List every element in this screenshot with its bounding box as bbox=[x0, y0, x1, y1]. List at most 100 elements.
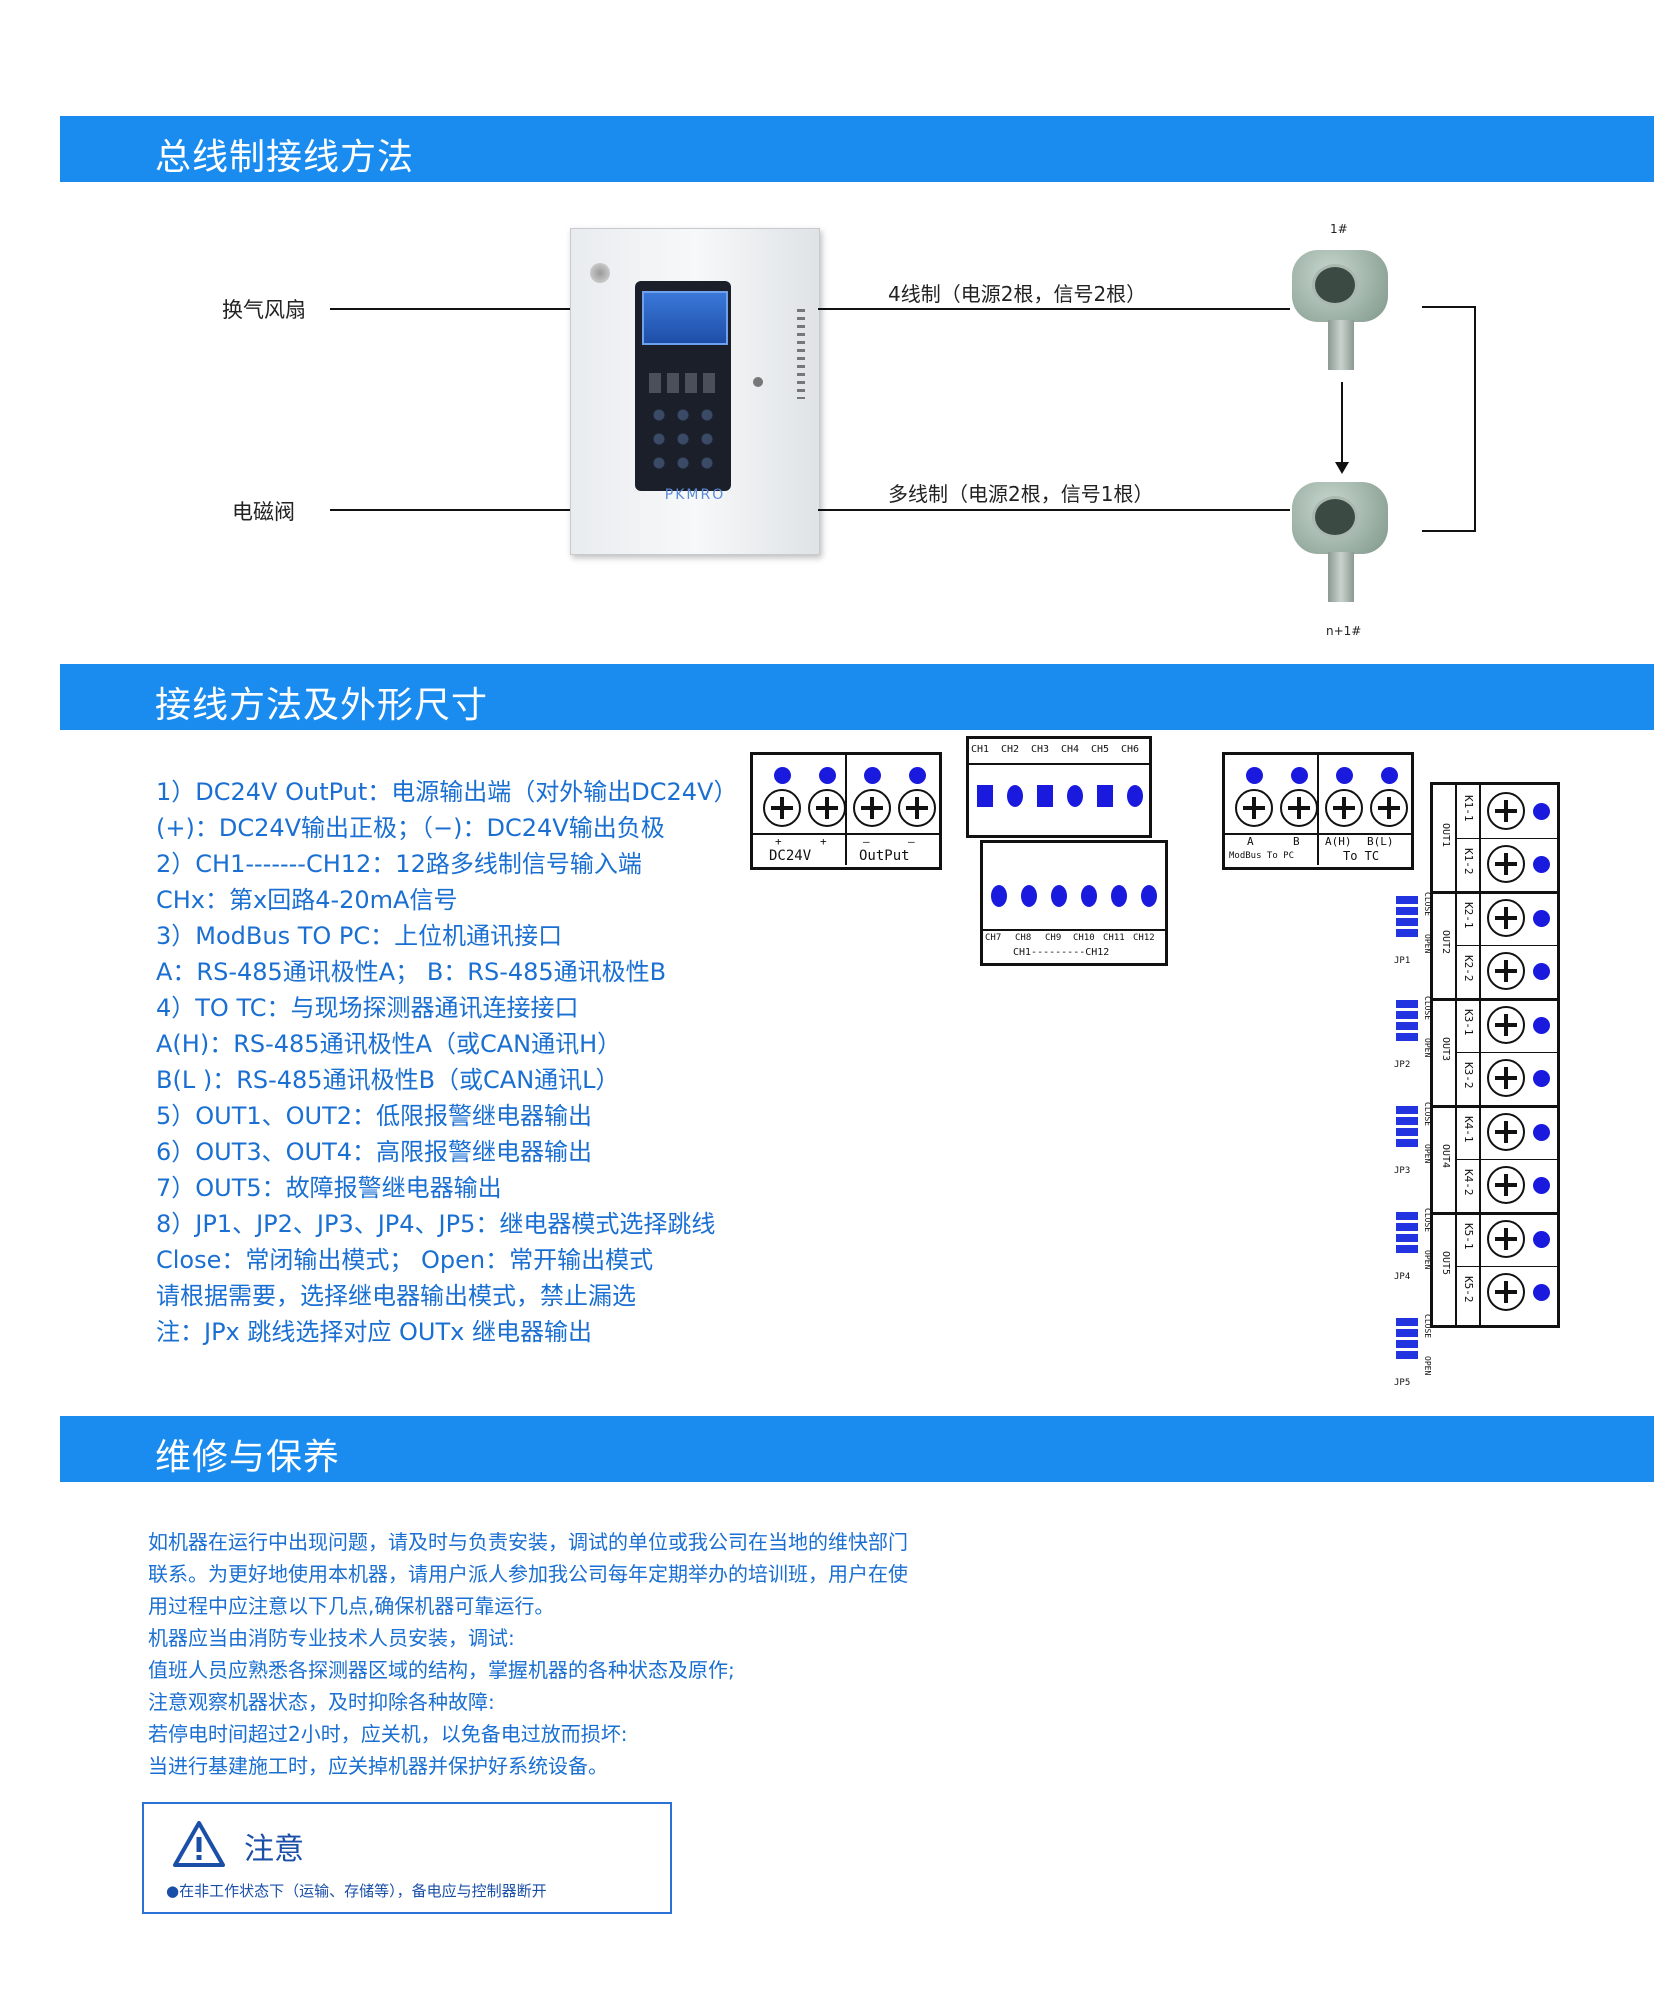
keypad-row bbox=[649, 373, 717, 393]
bus-wire bbox=[1474, 306, 1476, 532]
vent-grille bbox=[797, 309, 805, 399]
section-header-bus: 总线制接线方法 bbox=[60, 116, 1654, 182]
ch-label: CH4 bbox=[1061, 744, 1080, 755]
notice-box: 注意 ●在非工作状态下（运输、存储等），备电应与控制器断开 bbox=[142, 1802, 672, 1914]
maintenance-line: 机器应当由消防专业技术人员安装，调试: bbox=[148, 1626, 515, 1650]
ch-label: CH10 bbox=[1073, 933, 1095, 943]
ch-label: CH2 bbox=[1001, 744, 1020, 755]
comm-label: A bbox=[1247, 835, 1254, 848]
terminal-dot bbox=[909, 767, 926, 784]
screw-terminal-icon bbox=[763, 789, 801, 827]
comm-label: B bbox=[1293, 835, 1300, 848]
jumper-icon bbox=[1396, 1212, 1418, 1270]
polarity-plus: + bbox=[775, 835, 782, 848]
control-panel bbox=[635, 281, 731, 491]
output-label: OutPut bbox=[859, 848, 910, 864]
terminal-dot bbox=[1533, 1231, 1550, 1248]
brand-logo: PKMRO bbox=[664, 487, 726, 503]
terminal-dot bbox=[819, 767, 836, 784]
spec-line: 请根据需要，选择继电器输出模式，禁止漏选 bbox=[156, 1282, 636, 1310]
section-title: 总线制接线方法 bbox=[155, 137, 415, 178]
terminal-dot bbox=[1533, 1017, 1550, 1034]
relay-out-label: OUT1 bbox=[1440, 823, 1451, 848]
relay-k-label: K5-1 bbox=[1462, 1223, 1475, 1250]
terminal-dot bbox=[1533, 963, 1550, 980]
ch-label: CH3 bbox=[1031, 744, 1050, 755]
relay-terminal-block: K1-1 K1-2 K2-1 K2-2 K3-1 K3-2 K4-1 K4-2 … bbox=[1430, 782, 1560, 1328]
jumper-icon bbox=[1396, 1106, 1418, 1164]
section-title: 维修与保养 bbox=[155, 1437, 341, 1478]
warning-icon bbox=[173, 1821, 225, 1867]
spec-line: A：RS-485通讯极性A； B：RS-485通讯极性B bbox=[156, 958, 667, 986]
spec-line: 1）DC24V OutPut：电源输出端（对外输出DC24V） bbox=[156, 778, 738, 806]
ch-label: CH6 bbox=[1121, 744, 1140, 755]
terminal-block-ch1-6: CH1 CH2 CH3 CH4 CH5 CH6 bbox=[966, 736, 1152, 838]
jp-label: JP5 bbox=[1394, 1378, 1411, 1388]
maintenance-line: 如机器在运行中出现问题，请及时与负责安装，调试的单位或我公司在当地的维快部门 bbox=[148, 1530, 908, 1554]
polarity-minus: — bbox=[908, 835, 915, 848]
screw-terminal-icon bbox=[1487, 845, 1525, 883]
jp-open-label: OPEN bbox=[1423, 1144, 1432, 1164]
terminal-dot bbox=[1533, 1284, 1550, 1301]
terminal-dot bbox=[1533, 803, 1550, 820]
relay-k-label: K1-1 bbox=[1462, 795, 1475, 822]
relay-k-label: K1-2 bbox=[1462, 848, 1475, 875]
terminal-dot bbox=[1381, 767, 1398, 784]
notice-title: 注意 bbox=[244, 1832, 304, 1867]
jp-label: JP2 bbox=[1394, 1060, 1411, 1070]
arrow-down-icon bbox=[1335, 462, 1349, 474]
label-valve: 电磁阀 bbox=[232, 500, 295, 524]
jp-open-label: OPEN bbox=[1423, 1250, 1432, 1270]
notice-text: ●在非工作状态下（运输、存储等），备电应与控制器断开 bbox=[166, 1882, 547, 1900]
relay-k-label: K5-2 bbox=[1462, 1276, 1475, 1303]
wire bbox=[330, 308, 570, 310]
lcd-screen bbox=[642, 291, 728, 345]
jumper-icon bbox=[1396, 1000, 1418, 1058]
speaker-icon bbox=[590, 263, 610, 283]
terminal-block-ch7-12: CH7 CH8 CH9 CH10 CH11 CH12 CH1---------C… bbox=[980, 840, 1168, 966]
terminal-block-dc24v: + + — — DC24V OutPut bbox=[750, 752, 942, 870]
terminal-dot bbox=[774, 767, 791, 784]
maintenance-line: 若停电时间超过2小时，应关机，以免备电过放而损坏: bbox=[148, 1722, 628, 1746]
maintenance-line: 值班人员应熟悉各探测器区域的结构，掌握机器的各种状态及原作; bbox=[148, 1658, 735, 1682]
bus-wire bbox=[1422, 306, 1476, 308]
jp-close-label: CLOSE bbox=[1423, 1208, 1432, 1233]
spec-line: 8）JP1、JP2、JP3、JP4、JP5：继电器模式选择跳线 bbox=[156, 1210, 716, 1238]
screw-terminal-icon bbox=[898, 789, 936, 827]
relay-k-label: K4-2 bbox=[1462, 1169, 1475, 1196]
relay-k-label: K4-1 bbox=[1462, 1116, 1475, 1143]
spec-line: B(L )：RS-485通讯极性B（或CAN通讯L） bbox=[156, 1066, 620, 1094]
ch-label: CH8 bbox=[1015, 933, 1032, 943]
maintenance-line: 用过程中应注意以下几点,确保机器可靠运行。 bbox=[148, 1594, 555, 1618]
jp-open-label: OPEN bbox=[1423, 934, 1432, 954]
screw-terminal-icon bbox=[808, 789, 846, 827]
jp-open-label: OPEN bbox=[1423, 1356, 1432, 1376]
spec-line: 4）TO TC：与现场探测器通讯连接接口 bbox=[156, 994, 579, 1022]
screw-terminal-icon bbox=[853, 789, 891, 827]
screw-terminal-icon bbox=[1325, 789, 1363, 827]
spec-line: 7）OUT5：故障报警继电器输出 bbox=[156, 1174, 502, 1202]
relay-k-label: K3-2 bbox=[1462, 1062, 1475, 1089]
ch-label: CH11 bbox=[1103, 933, 1125, 943]
polarity-plus: + bbox=[820, 835, 827, 848]
section-header-maintenance: 维修与保养 bbox=[60, 1416, 1654, 1482]
screw-terminal-icon bbox=[1487, 1273, 1525, 1311]
jumper-icon bbox=[1396, 896, 1418, 954]
maintenance-line: 注意观察机器状态，及时抑除各种故障: bbox=[148, 1690, 495, 1714]
spec-line: CHx：第x回路4-20mA信号 bbox=[156, 886, 458, 914]
spec-line: A(H)：RS-485通讯极性A（或CAN通讯H） bbox=[156, 1030, 622, 1058]
bus-wire bbox=[1422, 530, 1476, 532]
jp-close-label: CLOSE bbox=[1423, 996, 1432, 1021]
screw-terminal-icon bbox=[1487, 952, 1525, 990]
device-label-1: 1# bbox=[1330, 222, 1348, 236]
ch-label: CH1 bbox=[971, 744, 990, 755]
terminal-dot bbox=[864, 767, 881, 784]
maintenance-line: 联系。为更好地使用本机器，请用户派人参加我公司每年定期举办的培训班，用户在使 bbox=[148, 1562, 908, 1586]
lock-icon bbox=[753, 377, 763, 387]
comm-label: A(H) bbox=[1325, 835, 1352, 848]
terminal-dot bbox=[1533, 1177, 1550, 1194]
relay-out-label: OUT4 bbox=[1440, 1144, 1451, 1169]
jp-label: JP1 bbox=[1394, 956, 1411, 966]
terminal-dot bbox=[1533, 910, 1550, 927]
terminal-dot bbox=[1336, 767, 1353, 784]
